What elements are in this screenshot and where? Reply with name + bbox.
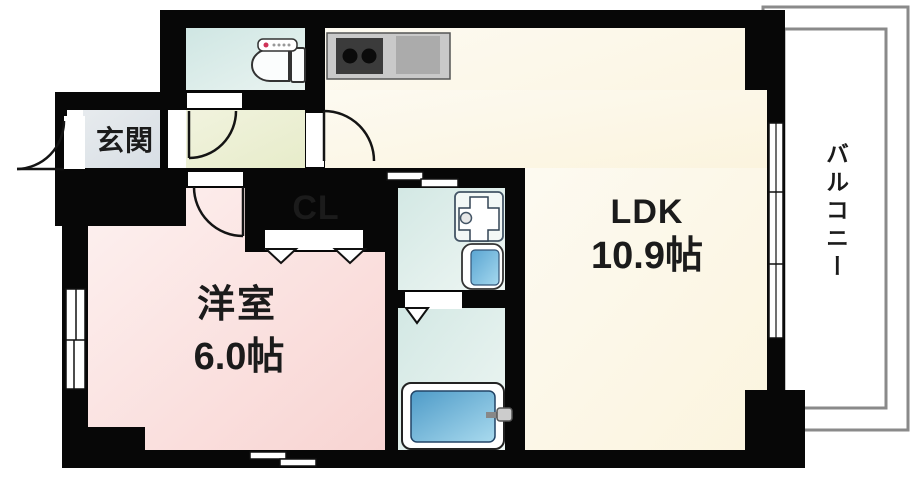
room-label-closet: CL xyxy=(292,189,340,227)
western-room-left-window xyxy=(65,288,86,390)
toilet-fixture xyxy=(251,38,306,83)
washroom-sliding-door xyxy=(386,171,459,188)
kitchen-door-swing xyxy=(322,109,376,162)
washbasin xyxy=(454,191,504,242)
western-room-door-swing xyxy=(192,186,245,238)
room-label-entrance: 玄関 xyxy=(95,125,155,156)
balcony-railing xyxy=(761,5,910,432)
room-size-ldk: 10.9帖 xyxy=(591,235,703,277)
room-label-balcony: バルコニー xyxy=(822,142,849,282)
folding-door-marks xyxy=(263,248,430,325)
toilet-door-opening xyxy=(187,93,242,108)
entrance-door-opening xyxy=(64,116,85,169)
door-openings xyxy=(64,93,462,309)
floor-entrance xyxy=(83,110,168,172)
toilet-door-swing xyxy=(187,110,238,160)
bathroom-folding-door xyxy=(405,292,462,309)
western-room-door-opening xyxy=(188,172,243,186)
balcony-sliding-window xyxy=(768,122,784,339)
kitchen-stove xyxy=(326,32,451,80)
floor-ldk xyxy=(325,90,767,168)
room-label-ldk: LDK xyxy=(610,193,684,231)
closet-folding-door xyxy=(265,230,363,250)
room-size-western-room: 6.0帖 xyxy=(193,336,285,378)
entrance-hall-opening xyxy=(168,110,186,168)
kitchen-sink xyxy=(396,36,440,74)
door-swings xyxy=(16,109,376,238)
room-label-western-room: 洋室 xyxy=(196,284,278,326)
bathtub xyxy=(401,382,513,450)
kitchen-door-opening xyxy=(306,113,324,167)
washing-machine xyxy=(461,243,504,290)
floor-hallway xyxy=(186,110,305,168)
bathtub-faucet xyxy=(486,412,498,418)
windows xyxy=(65,122,784,467)
entrance-door-swing xyxy=(16,120,66,171)
floor-ldk-main xyxy=(525,168,767,450)
western-room-bottom-window xyxy=(249,451,317,467)
